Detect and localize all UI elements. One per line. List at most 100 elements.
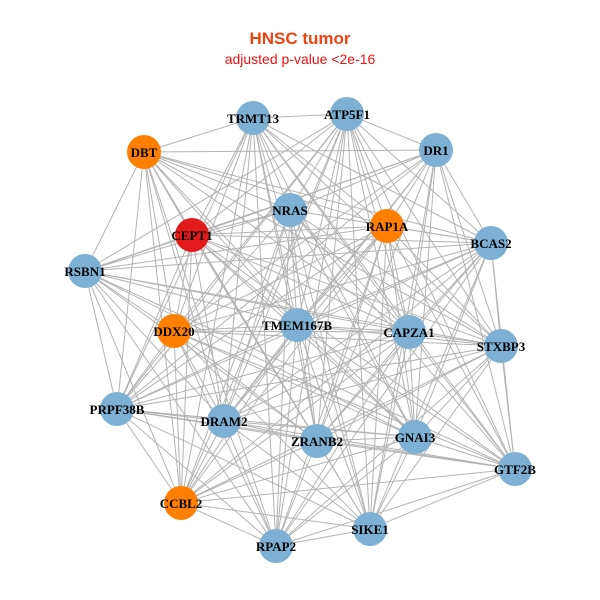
edge-CEPT1-GTF2B <box>191 234 516 470</box>
edge-CCBL2-RPAP2 <box>180 502 277 547</box>
node-circle[interactable] <box>398 420 432 454</box>
node-dbt[interactable]: DBT <box>127 135 161 169</box>
node-circle[interactable] <box>236 101 270 135</box>
node-label: GNAI3 <box>395 430 436 445</box>
edge-DBT-DR1 <box>143 149 437 153</box>
edge-TMEM167B-PRPF38B <box>116 324 298 410</box>
node-rap1a[interactable]: RAP1A <box>366 209 409 243</box>
edge-BCAS2-RPAP2 <box>275 242 492 547</box>
edge-DBT-GNAI3 <box>143 151 416 438</box>
node-label: NRAS <box>272 203 307 218</box>
node-tmem167b[interactable]: TMEM167B <box>262 308 332 342</box>
edge-RSBN1-PRPF38B <box>84 270 118 410</box>
node-capza1[interactable]: CAPZA1 <box>383 315 435 349</box>
edge-TRMT13-ZRANB2 <box>252 117 318 442</box>
node-circle[interactable] <box>273 193 307 227</box>
edge-RAP1A-RSBN1 <box>84 225 388 272</box>
edge-DR1-GNAI3 <box>414 149 437 438</box>
edge-RAP1A-PRPF38B <box>116 225 388 410</box>
edge-CCBL2-SIKE1 <box>180 502 371 530</box>
edge-DR1-GTF2B <box>435 149 516 470</box>
node-circle[interactable] <box>353 512 387 546</box>
node-gnai3[interactable]: GNAI3 <box>395 420 436 454</box>
edge-STXBP3-SIKE1 <box>369 345 502 530</box>
node-circle[interactable] <box>164 486 198 520</box>
node-nras[interactable]: NRAS <box>272 193 308 227</box>
node-circle[interactable] <box>100 392 134 426</box>
edge-CEPT1-RAP1A <box>191 225 388 236</box>
edge-CAPZA1-PRPF38B <box>116 331 410 410</box>
edge-NRAS-RPAP2 <box>275 209 291 547</box>
node-rsbn1[interactable]: RSBN1 <box>64 254 106 288</box>
edge-ATP5F1-TMEM167B <box>296 113 348 326</box>
edge-DR1-BCAS2 <box>435 149 492 244</box>
edge-RAP1A-BCAS2 <box>386 225 492 244</box>
edge-DBT-RAP1A <box>143 151 388 227</box>
edge-BCAS2-RSBN1 <box>84 242 492 272</box>
edge-RSBN1-TMEM167B <box>84 270 298 326</box>
node-bcas2[interactable]: BCAS2 <box>470 226 512 260</box>
edge-DBT-DDX20 <box>143 151 175 332</box>
node-sike1[interactable]: SIKE1 <box>351 512 389 546</box>
edge-NRAS-DRAM2 <box>223 209 291 422</box>
edge-GNAI3-GTF2B <box>414 436 516 470</box>
edge-NRAS-STXBP3 <box>289 209 502 347</box>
node-label: PRPF38B <box>90 402 145 417</box>
node-circle[interactable] <box>207 404 241 438</box>
node-circle[interactable] <box>300 424 334 458</box>
edge-DRAM2-GTF2B <box>223 420 516 470</box>
edge-GNAI3-CCBL2 <box>180 436 416 504</box>
node-circle[interactable] <box>484 329 518 363</box>
node-circle[interactable] <box>474 226 508 260</box>
node-trmt13[interactable]: TRMT13 <box>227 101 280 135</box>
node-label: ZRANB2 <box>291 434 343 449</box>
edge-BCAS2-GNAI3 <box>414 242 492 438</box>
node-circle[interactable] <box>498 452 532 486</box>
node-circle[interactable] <box>175 218 209 252</box>
node-circle[interactable] <box>157 314 191 348</box>
edge-RSBN1-GTF2B <box>84 270 516 470</box>
node-dr1[interactable]: DR1 <box>419 133 453 167</box>
node-circle[interactable] <box>370 209 404 243</box>
node-label: CCBL2 <box>160 496 203 511</box>
edge-ATP5F1-CEPT1 <box>191 113 348 236</box>
node-label: TMEM167B <box>262 318 332 333</box>
edge-DBT-STXBP3 <box>143 151 502 347</box>
edge-BCAS2-TMEM167B <box>296 242 492 326</box>
node-circle[interactable] <box>68 254 102 288</box>
node-zranb2[interactable]: ZRANB2 <box>291 424 343 458</box>
node-ddx20[interactable]: DDX20 <box>153 314 195 348</box>
node-label: DBT <box>131 145 158 160</box>
node-atp5f1[interactable]: ATP5F1 <box>324 97 370 131</box>
chart-title: HNSC tumor <box>249 29 351 48</box>
node-circle[interactable] <box>259 529 293 563</box>
node-dram2[interactable]: DRAM2 <box>201 404 248 438</box>
node-circle[interactable] <box>280 308 314 342</box>
edge-RAP1A-SIKE1 <box>369 225 388 530</box>
node-circle[interactable] <box>127 135 161 169</box>
node-cept1[interactable]: CEPT1 <box>171 218 213 252</box>
node-label: STXBP3 <box>477 339 526 354</box>
node-prpf38b[interactable]: PRPF38B <box>90 392 145 426</box>
edge-DDX20-CCBL2 <box>173 330 182 504</box>
edge-ATP5F1-RSBN1 <box>84 113 348 272</box>
node-ccbl2[interactable]: CCBL2 <box>160 486 203 520</box>
node-circle[interactable] <box>330 97 364 131</box>
node-gtf2b[interactable]: GTF2B <box>494 452 536 486</box>
edge-RAP1A-DDX20 <box>173 225 388 332</box>
node-stxbp3[interactable]: STXBP3 <box>477 329 526 363</box>
edge-TMEM167B-ZRANB2 <box>296 324 318 442</box>
edge-TMEM167B-SIKE1 <box>296 324 371 530</box>
edge-ATP5F1-PRPF38B <box>116 113 348 410</box>
node-circle[interactable] <box>419 133 453 167</box>
node-label: GTF2B <box>494 462 536 477</box>
node-circle[interactable] <box>392 315 426 349</box>
node-label: DR1 <box>423 143 448 158</box>
edge-DR1-PRPF38B <box>116 149 437 410</box>
node-rpap2[interactable]: RPAP2 <box>256 529 296 563</box>
edge-PRPF38B-CCBL2 <box>116 408 182 504</box>
edge-RAP1A-TMEM167B <box>296 225 388 326</box>
edge-TRMT13-RPAP2 <box>252 117 277 547</box>
